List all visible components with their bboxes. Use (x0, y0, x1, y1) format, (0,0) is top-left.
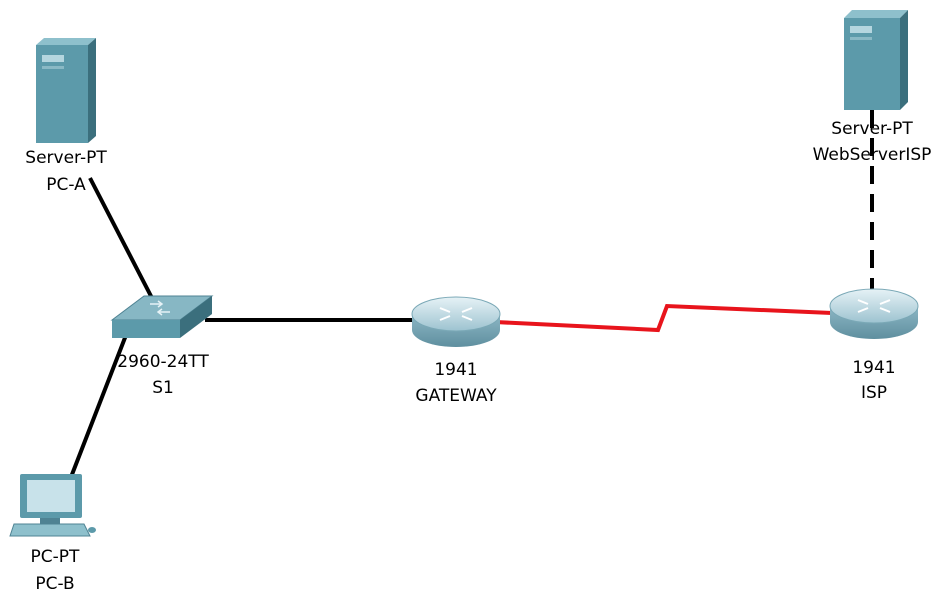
isp-model-label: 1941 (852, 358, 895, 378)
link-s1-to-pc-b[interactable] (64, 329, 130, 491)
pc-a-name-label: PC-A (46, 175, 86, 195)
gateway-model-label: 1941 (434, 360, 477, 380)
gateway-name-label: GATEWAY (415, 386, 497, 406)
link-gateway-to-isp-serial[interactable] (494, 303, 833, 333)
s1-name-label: S1 (152, 378, 174, 398)
link-pc-a-to-s1[interactable] (88, 177, 155, 301)
webserver-name-label: WebServerISP (813, 145, 932, 165)
router-gateway-icon[interactable] (411, 296, 501, 347)
webserver-model-label: Server-PT (831, 119, 913, 139)
pc-pc-b-icon[interactable] (9, 474, 96, 537)
isp-name-label: ISP (861, 383, 887, 403)
pc-a-model-label: Server-PT (25, 148, 107, 168)
pc-b-model-label: PC-PT (31, 547, 81, 567)
pc-b-name-label: PC-B (35, 574, 74, 594)
s1-model-label: 2960-24TT (117, 352, 209, 372)
router-isp-icon[interactable] (829, 288, 919, 339)
server-pc-a-icon[interactable] (36, 38, 96, 143)
server-webserverisp-icon[interactable] (844, 10, 908, 110)
switch-s1-icon[interactable] (110, 295, 214, 338)
